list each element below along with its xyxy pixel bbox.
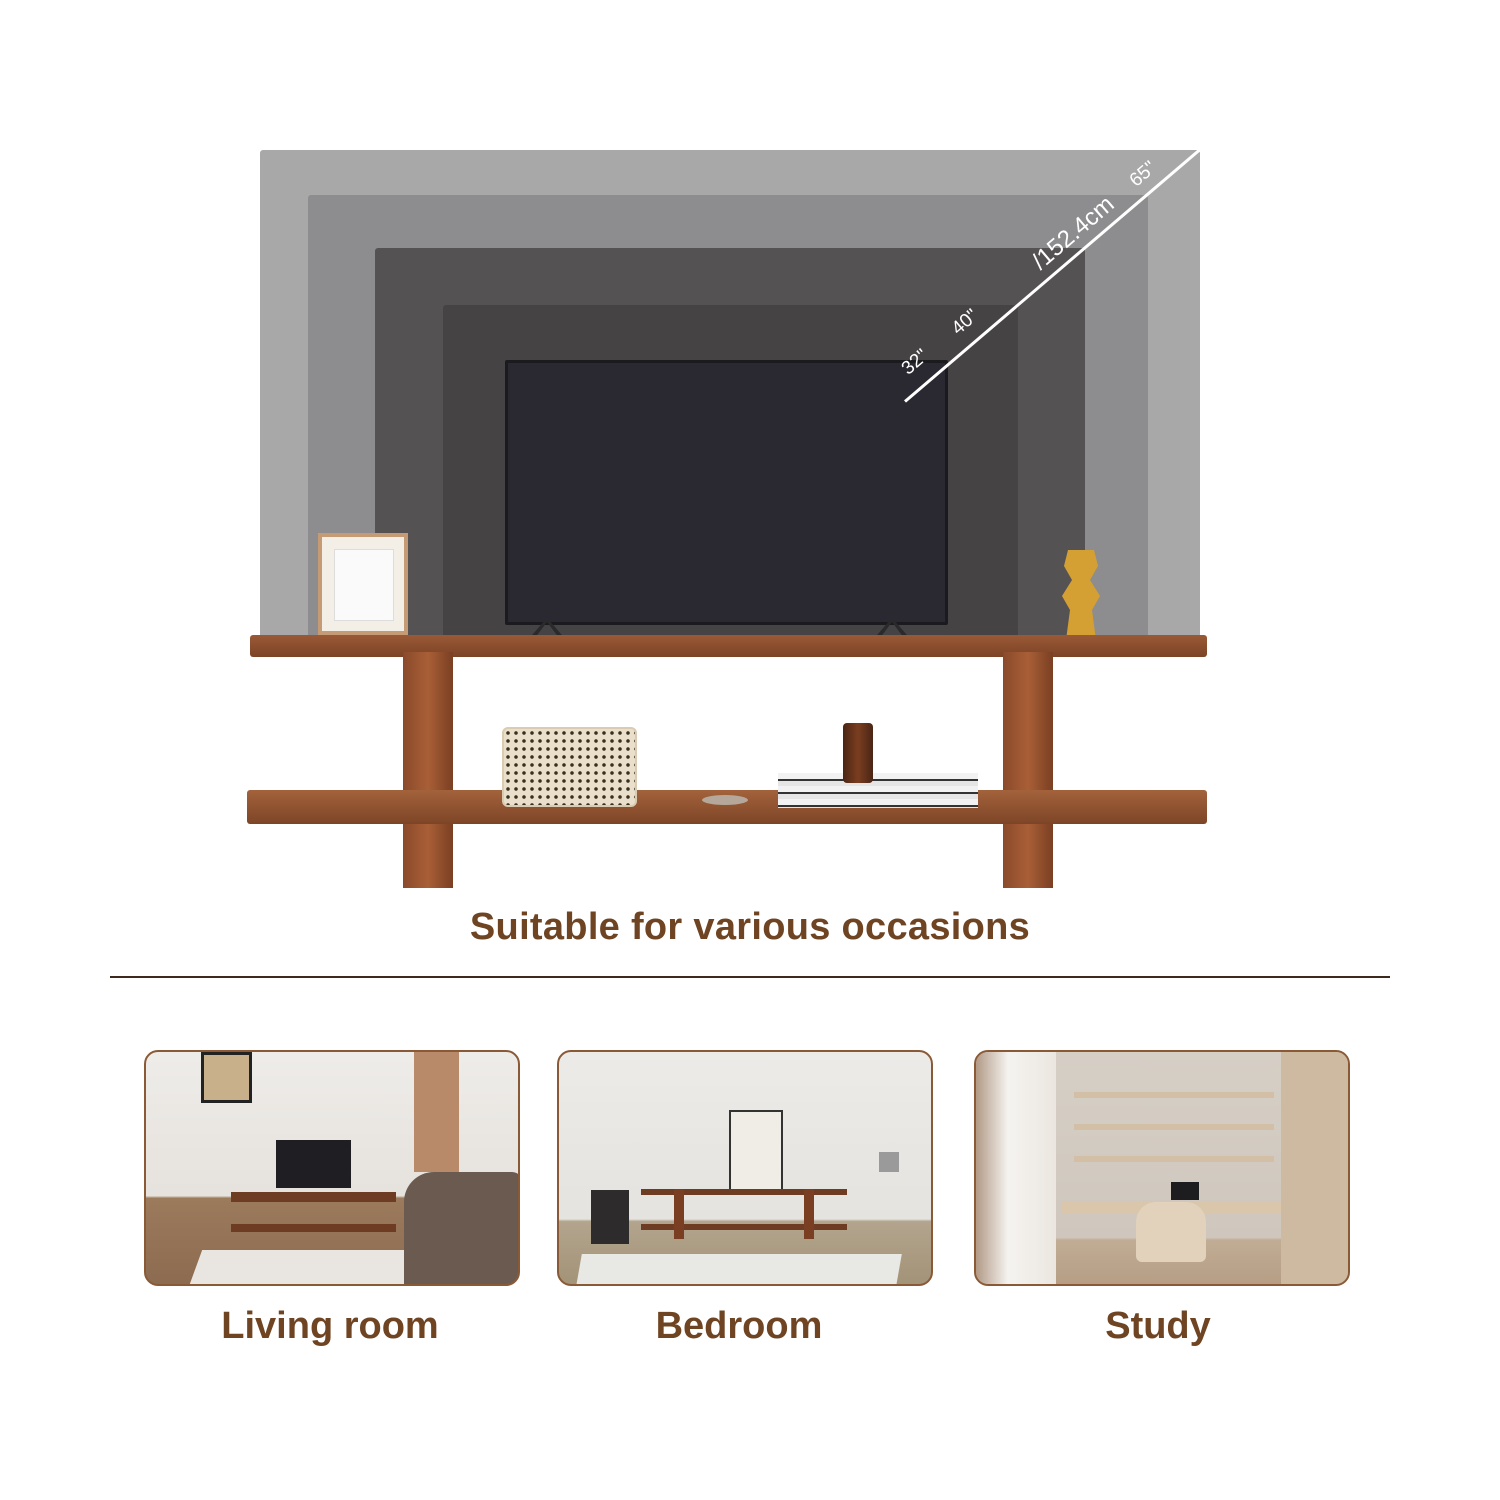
- picture-frame-decor: [318, 533, 408, 635]
- occasion-label-bedroom: Bedroom: [655, 1305, 823, 1347]
- right-leg: [1003, 652, 1053, 888]
- yellow-vase-icon: [1062, 550, 1100, 640]
- left-leg: [403, 652, 453, 888]
- occasion-image-living-room: [144, 1050, 520, 1286]
- occasion-label-living-room: Living room: [221, 1305, 439, 1347]
- section-title: Suitable for various occasions: [469, 906, 1031, 948]
- books-decor: [778, 773, 978, 808]
- occasion-image-bedroom: [557, 1050, 933, 1286]
- tv-32-screen: [505, 360, 948, 625]
- occasion-label-study: Study: [1105, 1305, 1211, 1347]
- coaster-decor: [702, 795, 748, 805]
- candle-jar-decor: [843, 723, 873, 783]
- top-shelf: [250, 635, 1207, 657]
- occasion-image-study: [974, 1050, 1350, 1286]
- speaker-decor: [502, 727, 637, 807]
- section-divider: [110, 976, 1390, 978]
